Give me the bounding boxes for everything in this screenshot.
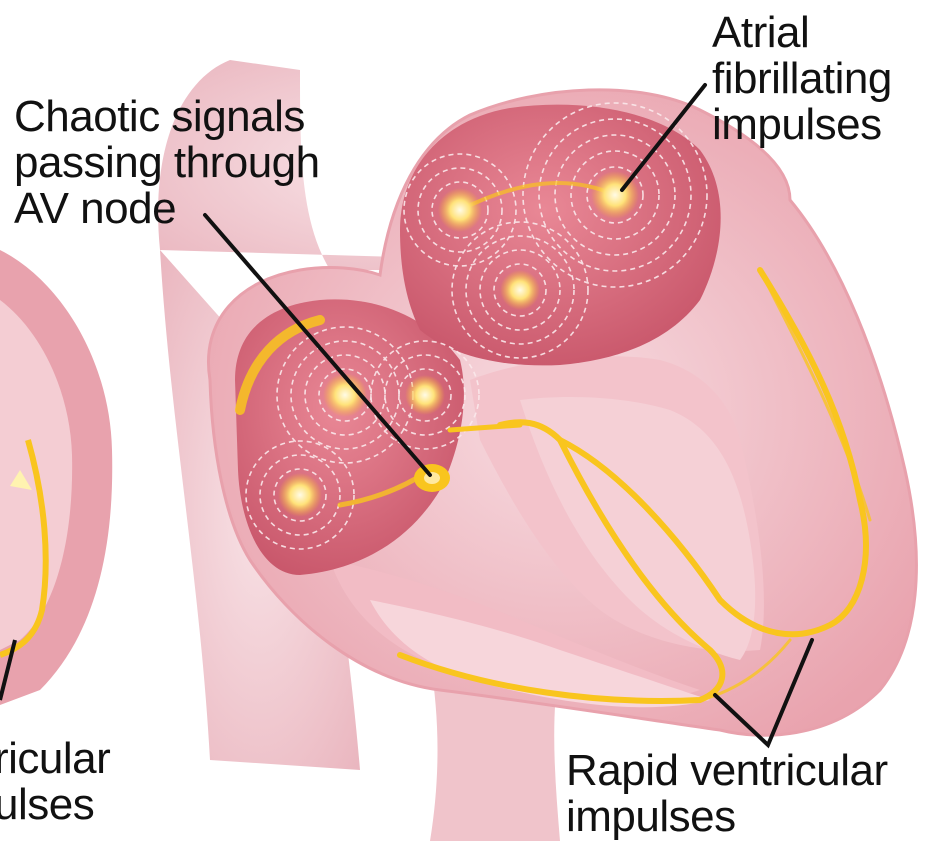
label-line: passing through [14,140,320,186]
label-atrial-fibrillating: Atrial fibrillating impulses [712,10,892,148]
impulse-star [405,375,445,415]
label-line: Chaotic signals [14,94,320,140]
label-rapid-ventricular: Rapid ventricular impulses [566,748,888,840]
label-line: Rapid ventricular [566,748,888,794]
label-line: fibrillating [712,56,892,102]
left-partial-heart [0,250,112,705]
av-node [414,464,450,492]
impulse-star [278,473,322,517]
label-line: impulses [566,794,888,840]
label-line: Atrial [712,10,892,56]
impulse-star [500,270,540,310]
label-line: ricular [0,736,110,782]
label-line: AV node [14,186,320,232]
label-line: ulses [0,782,110,828]
label-line: impulses [712,102,892,148]
label-chaotic-signals: Chaotic signals passing through AV node [14,94,320,232]
label-left-partial: ricular ulses [0,736,110,828]
impulse-star [438,188,482,232]
